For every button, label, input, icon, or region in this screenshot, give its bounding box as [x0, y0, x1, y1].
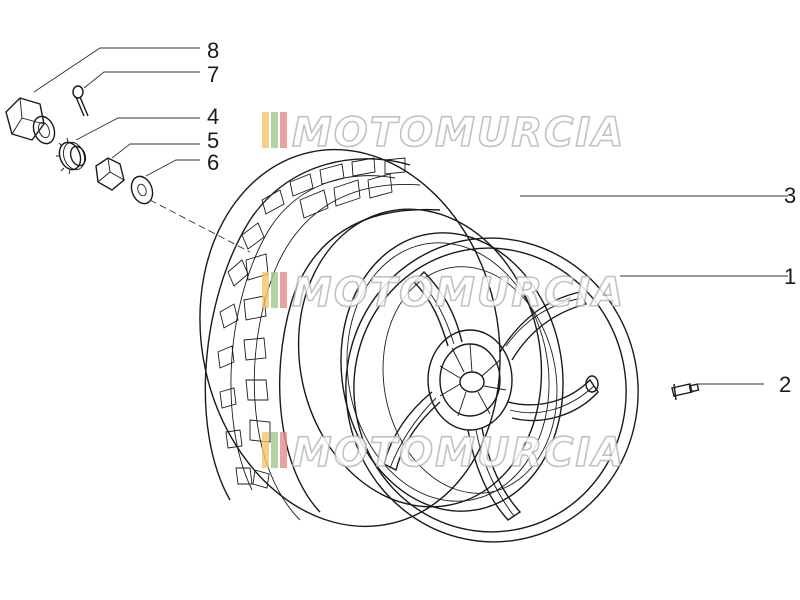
watermark-text: MOTOMURCIA — [292, 270, 625, 316]
callout-5: 5 — [207, 128, 219, 153]
callout-3: 3 — [784, 183, 796, 208]
hex-nut — [95, 157, 125, 191]
watermark-text: MOTOMURCIA — [292, 110, 625, 156]
callout-2: 2 — [779, 372, 791, 397]
axle-centerline — [149, 199, 251, 253]
watermark-bottom: MOTOMURCIA — [262, 429, 625, 477]
watermark-middle: MOTOMURCIA — [262, 269, 625, 317]
watermark-text: MOTOMURCIA — [292, 430, 625, 476]
hub — [427, 329, 513, 431]
spline-ring — [56, 137, 87, 175]
leader-lines — [33, 47, 788, 385]
callout-7: 7 — [207, 62, 219, 87]
rim-spokes — [383, 271, 599, 521]
tire — [199, 148, 543, 528]
callout-6: 6 — [207, 150, 219, 175]
watermark-top: MOTOMURCIA — [262, 109, 625, 157]
callout-4: 4 — [207, 104, 219, 129]
valve-hole — [585, 375, 599, 393]
callout-numbers: 8 7 4 5 6 3 1 2 — [207, 38, 796, 397]
split-pin — [72, 85, 89, 117]
washer — [130, 175, 154, 205]
valve-stem — [671, 383, 700, 401]
axle-nut-cap — [5, 97, 56, 145]
rim — [340, 232, 639, 543]
callout-8: 8 — [207, 38, 219, 63]
callout-1: 1 — [784, 264, 796, 289]
